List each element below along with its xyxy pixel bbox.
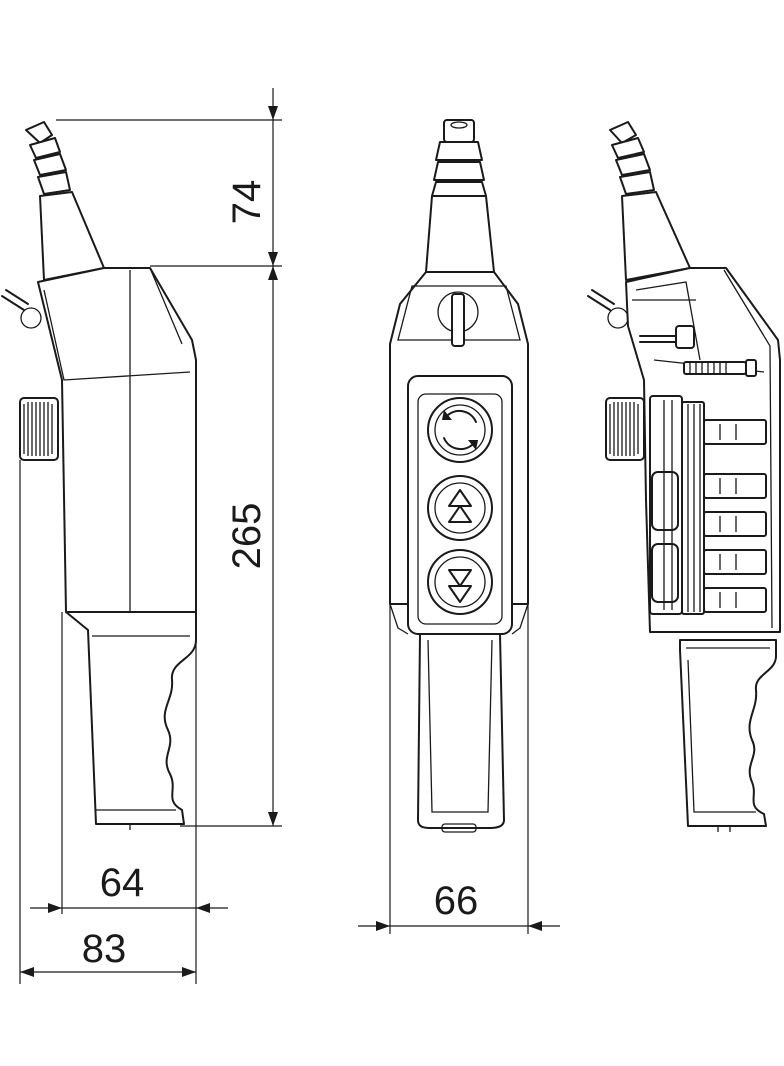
dim-74-label: 74	[225, 180, 269, 225]
front-handle	[417, 633, 505, 829]
side-hook	[1, 289, 42, 329]
section-knob	[605, 397, 645, 461]
up-arrow-icon[interactable]	[427, 475, 493, 541]
dimension-lines	[19, 88, 560, 984]
dim-64-label: 64	[100, 861, 145, 905]
front-cable-gland	[425, 119, 495, 273]
side-body	[37, 267, 197, 613]
dim-66-label: 66	[434, 879, 479, 923]
dim-83-label: 83	[82, 927, 127, 971]
side-knob	[19, 397, 59, 461]
section-key-mechanism	[639, 325, 695, 349]
section-screw	[683, 359, 757, 377]
front-view	[389, 119, 529, 833]
side-handle	[65, 611, 197, 825]
section-hook	[587, 289, 629, 329]
side-view	[1, 121, 197, 830]
front-key-lock	[437, 291, 479, 347]
rotate-icon[interactable]	[427, 397, 493, 463]
down-arrow-icon[interactable]	[427, 549, 493, 615]
section-handle	[679, 639, 777, 827]
section-contact-blocks	[649, 395, 767, 615]
side-cable-gland	[25, 121, 105, 281]
section-cable-gland	[609, 121, 691, 281]
section-view	[587, 121, 781, 832]
dim-265-label: 265	[225, 503, 269, 570]
